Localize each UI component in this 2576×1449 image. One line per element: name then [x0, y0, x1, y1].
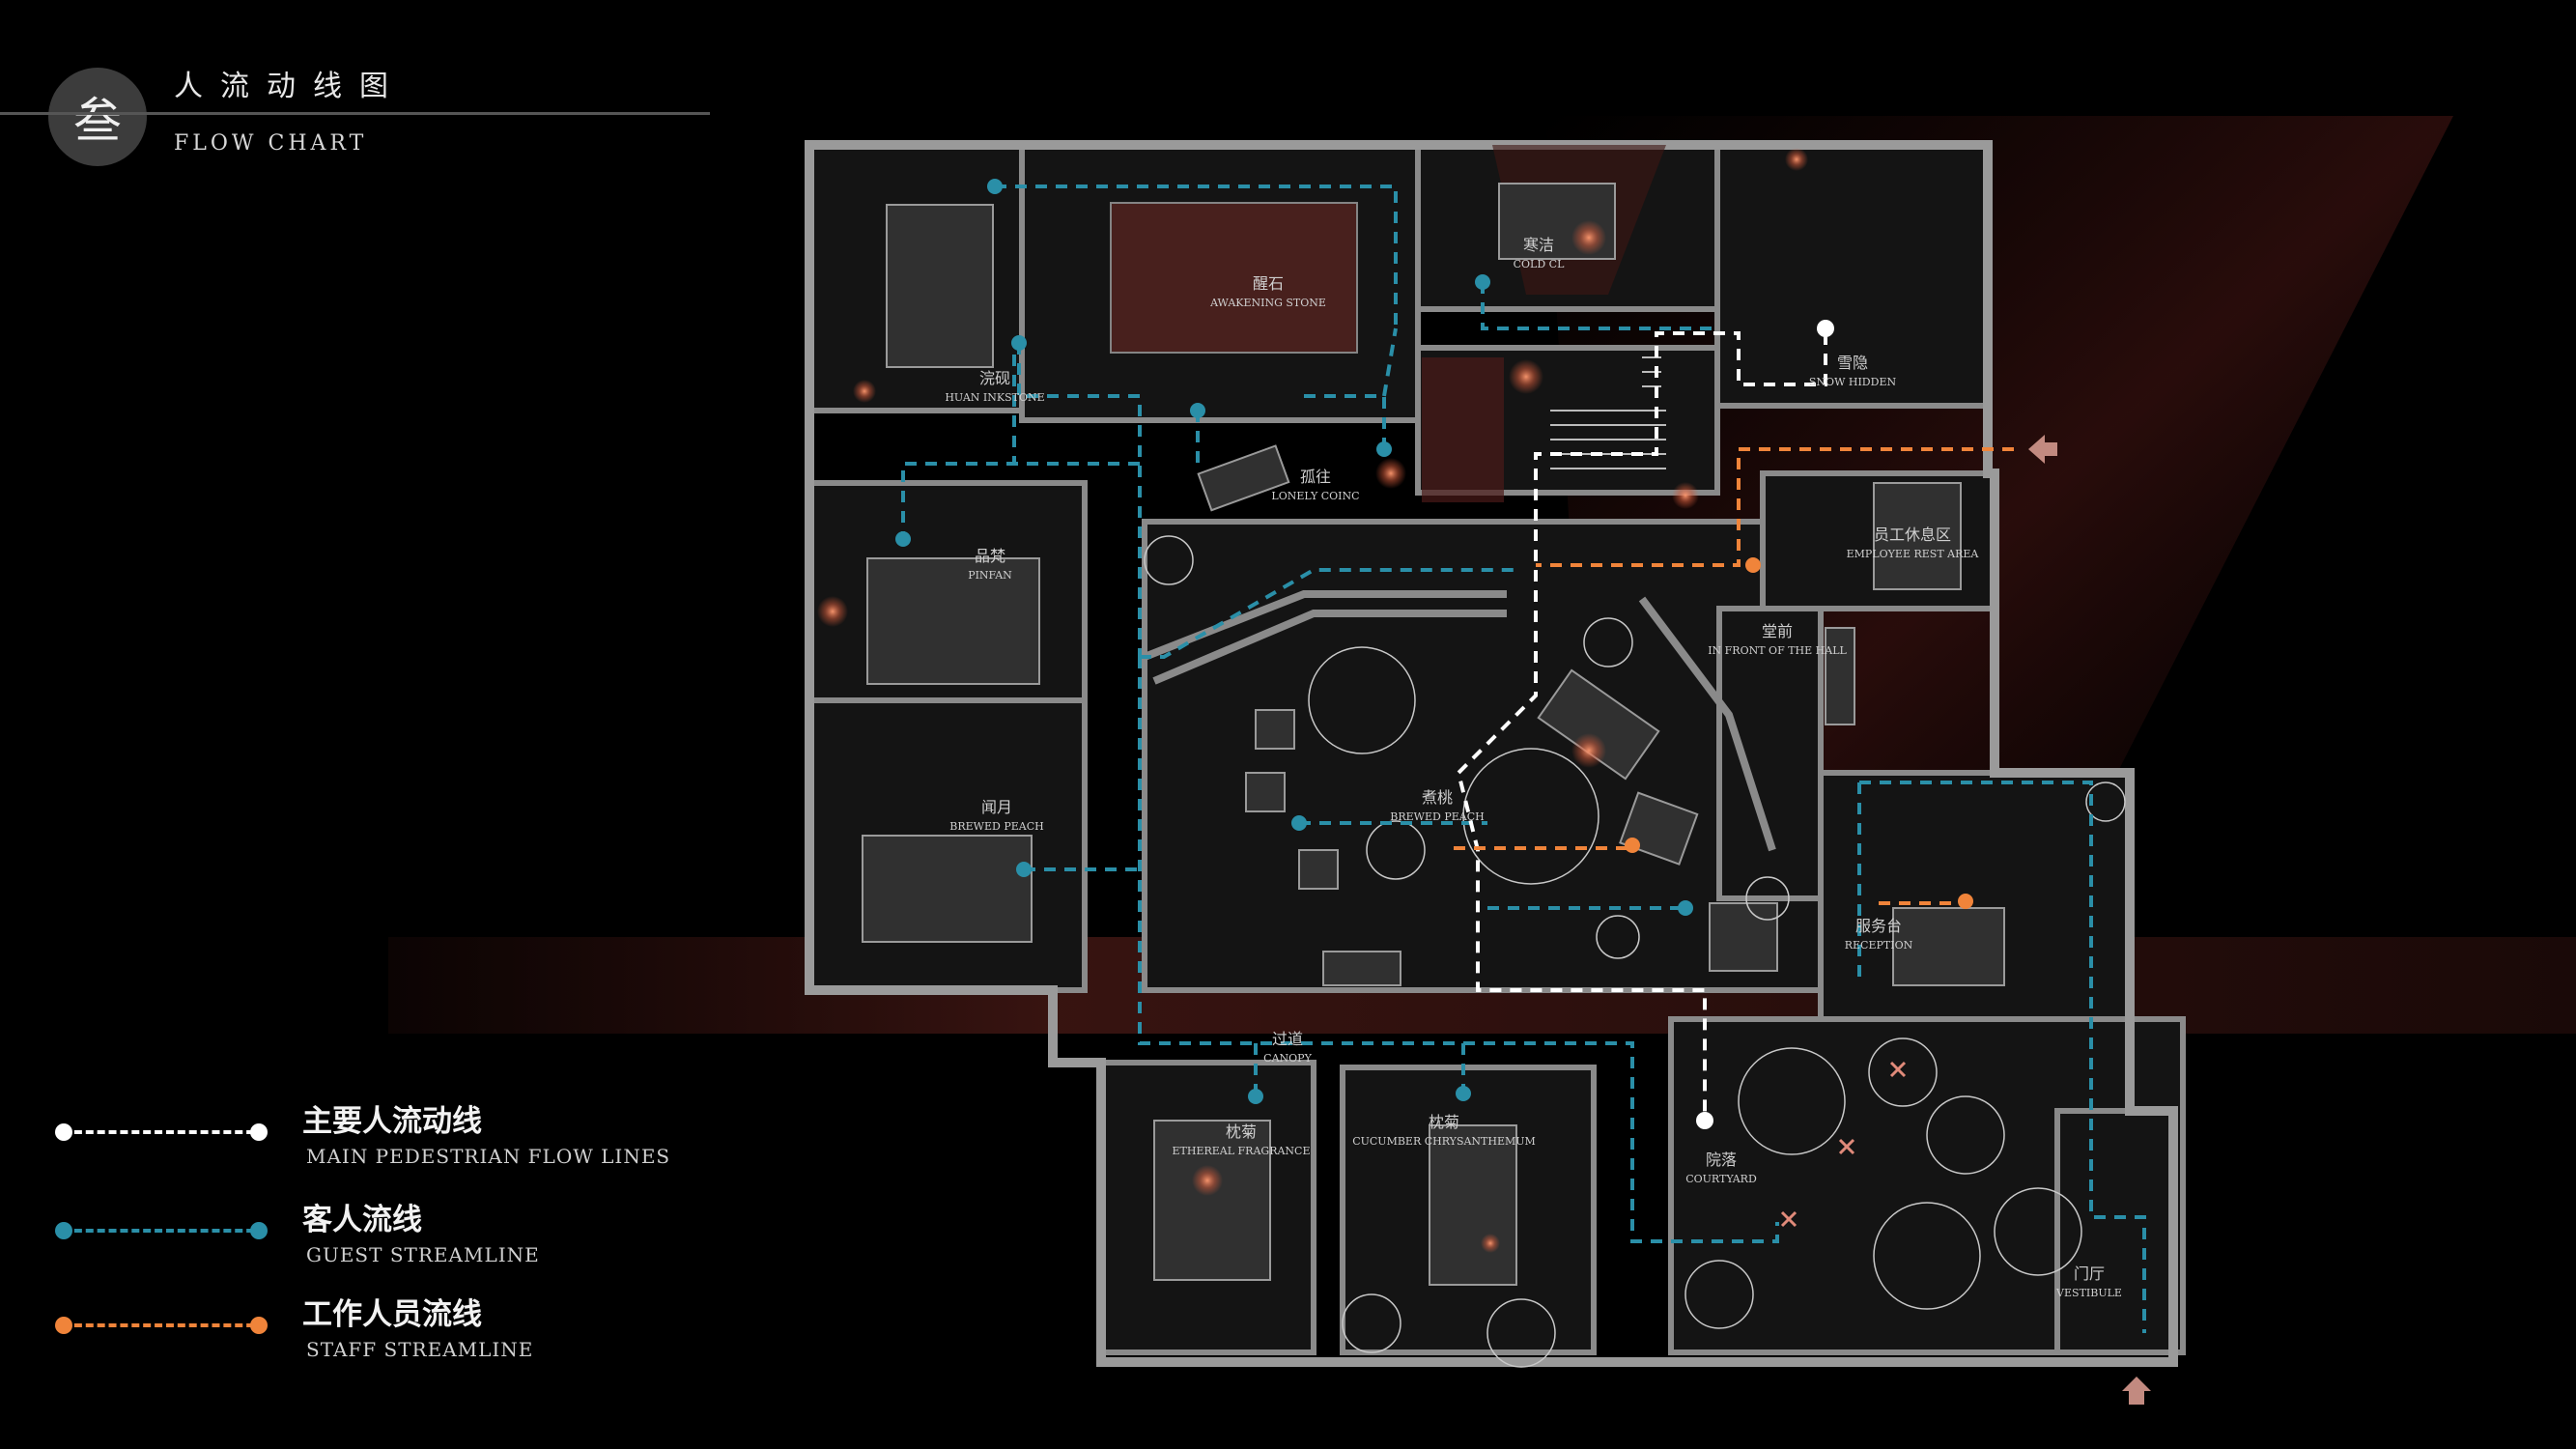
- plant-icon: [1342, 1293, 1401, 1353]
- page-title-cn: 人流动线图: [174, 70, 406, 103]
- plant-icon: [1738, 1047, 1846, 1155]
- lamps: [817, 148, 1808, 1253]
- plant-icon: [1308, 646, 1416, 754]
- plant-icon: [1462, 748, 1599, 885]
- legend-guest: 客人流线 GUEST STREAMLINE: [53, 1195, 671, 1282]
- legend-label-en: GUEST STREAMLINE: [306, 1243, 540, 1266]
- lamp-icon: [817, 596, 848, 627]
- section-badge: 叁: [48, 68, 147, 166]
- legend-main-pedestrian: 主要人流动线 MAIN PEDESTRIAN FLOW LINES: [53, 1096, 671, 1183]
- entry-arrow-icon: [2122, 1377, 2151, 1391]
- plant-icon: [2085, 781, 2126, 822]
- plant-icon: [1926, 1095, 2005, 1175]
- page-title-en: FLOW CHART: [174, 131, 368, 156]
- lamp-icon: [1481, 1234, 1500, 1253]
- main-pedestrian-flow: [1456, 331, 1827, 1121]
- lamp-icon: [1375, 458, 1406, 489]
- plant-icon: [1486, 1298, 1556, 1368]
- lamp-icon: [1509, 359, 1543, 394]
- legend-label-en: STAFF STREAMLINE: [306, 1338, 534, 1361]
- furniture: [862, 183, 2005, 1286]
- plant-icon: [1873, 1202, 1981, 1310]
- plant-icon: [1144, 535, 1194, 585]
- room-accents: [1110, 145, 1666, 502]
- legend-label-en: MAIN PEDESTRIAN FLOW LINES: [306, 1145, 671, 1168]
- plant-icon: [1745, 876, 1790, 921]
- plant-icon: [1596, 915, 1640, 959]
- entry-arrow-icon-stem: [2129, 1391, 2144, 1405]
- header: 叁 人流动线图 FLOW CHART: [0, 0, 715, 174]
- legend-line-guest: [63, 1229, 266, 1233]
- header-divider: [0, 112, 710, 115]
- lamp-icon: [853, 380, 876, 403]
- plant-icon: [1583, 617, 1633, 668]
- lamp-icon: [1571, 220, 1606, 255]
- guest-streamline: [901, 185, 2146, 1333]
- outer-wall: [805, 140, 2178, 1367]
- main-flow-points: [1696, 320, 1834, 1129]
- plant-icon: [1994, 1187, 2082, 1276]
- staff-points: [1625, 557, 1973, 909]
- legend-line-staff: [63, 1323, 266, 1327]
- legend-line-main: [63, 1130, 266, 1134]
- legend-label-cn: 客人流线: [302, 1203, 422, 1237]
- staff-streamline: [1454, 447, 2014, 905]
- staircase: [1550, 356, 1666, 469]
- legend-label-cn: 工作人员流线: [302, 1297, 482, 1332]
- courtyard-markers: [1780, 1061, 1907, 1228]
- lamp-icon: [1672, 482, 1699, 509]
- lamp-icon: [1571, 733, 1606, 768]
- plants: [1144, 535, 2126, 1368]
- plant-icon: [1366, 820, 1426, 880]
- legend-staff: 工作人员流线 STAFF STREAMLINE: [53, 1290, 671, 1377]
- plant-icon: [1868, 1037, 1938, 1107]
- guest-points: [895, 179, 1693, 1104]
- exit-arrow-icon: [2028, 435, 2057, 464]
- lamp-icon: [1785, 148, 1808, 171]
- plant-icon: [1684, 1260, 1754, 1329]
- lamp-icon: [1192, 1165, 1223, 1196]
- legend-label-cn: 主要人流动线: [302, 1104, 482, 1139]
